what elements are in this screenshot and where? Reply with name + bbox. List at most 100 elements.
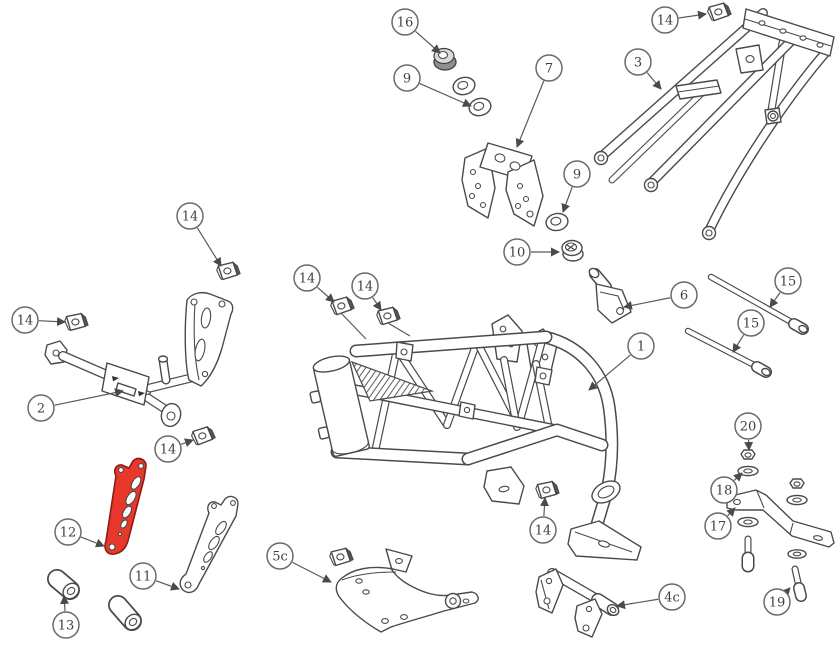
callout-balloon[interactable] bbox=[704, 512, 732, 540]
part-11-side-plate bbox=[179, 495, 239, 594]
callout-4c[interactable]: 4c bbox=[616, 583, 686, 611]
leader-line bbox=[180, 438, 194, 447]
callout-14[interactable]: 14 bbox=[154, 435, 194, 463]
callout-12[interactable]: 12 bbox=[54, 518, 105, 548]
leader-line bbox=[732, 334, 745, 353]
callout-balloon[interactable] bbox=[651, 6, 679, 34]
part-18-washer bbox=[737, 465, 759, 477]
callout-9[interactable]: 9 bbox=[561, 160, 591, 213]
part-1-main-frame bbox=[309, 314, 642, 561]
leader-line bbox=[60, 595, 70, 612]
callout-balloon[interactable] bbox=[154, 435, 182, 463]
callout-14[interactable]: 14 bbox=[351, 272, 382, 311]
callout-number: 20 bbox=[740, 420, 757, 435]
callout-balloon[interactable] bbox=[734, 412, 762, 440]
callout-balloon[interactable] bbox=[763, 588, 791, 616]
part-4c-support-bracket bbox=[535, 568, 620, 638]
callout-balloon[interactable] bbox=[737, 309, 765, 337]
leader-line bbox=[678, 10, 707, 20]
callout-number: 3 bbox=[634, 56, 642, 71]
part-13-spacer-sleeves bbox=[47, 569, 142, 631]
callout-14[interactable]: 14 bbox=[293, 264, 335, 303]
leader-line bbox=[561, 186, 573, 213]
callout-balloon[interactable] bbox=[710, 476, 738, 504]
callout-2[interactable]: 2 bbox=[27, 388, 124, 422]
callout-balloon[interactable] bbox=[351, 272, 379, 300]
leader-line bbox=[415, 30, 441, 54]
callout-balloon[interactable] bbox=[624, 48, 652, 76]
callout-16[interactable]: 16 bbox=[391, 8, 441, 54]
callout-number: 13 bbox=[58, 619, 75, 634]
callout-number: 1 bbox=[637, 340, 645, 355]
callout-balloon[interactable] bbox=[293, 264, 321, 292]
leader-line bbox=[196, 227, 222, 267]
callout-balloon[interactable] bbox=[627, 332, 655, 360]
attach-line bbox=[340, 312, 367, 340]
leader-line bbox=[372, 297, 382, 311]
leader-line bbox=[54, 388, 124, 406]
callout-balloon[interactable] bbox=[535, 54, 563, 82]
part-19-bolt bbox=[791, 565, 807, 602]
callout-number: 14 bbox=[299, 272, 316, 287]
leader-line bbox=[419, 83, 472, 107]
callout-balloon[interactable] bbox=[563, 160, 591, 188]
leader-line bbox=[38, 317, 66, 327]
callout-10[interactable]: 10 bbox=[503, 238, 560, 266]
leader-line bbox=[733, 472, 743, 482]
callout-balloon[interactable] bbox=[393, 64, 421, 92]
part-16-flanged-locknut bbox=[433, 47, 457, 71]
leader-line bbox=[623, 297, 671, 310]
callout-number: 15 bbox=[743, 317, 760, 332]
callout-balloon[interactable] bbox=[391, 8, 419, 36]
callout-balloon[interactable] bbox=[11, 306, 39, 334]
callout-17[interactable]: 17 bbox=[704, 507, 736, 540]
leader-line bbox=[726, 507, 736, 517]
callout-balloon[interactable] bbox=[670, 281, 698, 309]
callout-balloon[interactable] bbox=[503, 238, 531, 266]
callout-14[interactable]: 14 bbox=[651, 6, 707, 34]
part-20-nut bbox=[740, 449, 756, 460]
leader-line bbox=[769, 292, 781, 308]
callout-14[interactable]: 14 bbox=[529, 497, 557, 544]
callout-18[interactable]: 18 bbox=[710, 472, 743, 504]
leader-line bbox=[292, 561, 332, 583]
callout-balloon[interactable] bbox=[176, 202, 204, 230]
callout-balloon[interactable] bbox=[54, 518, 82, 546]
callout-15[interactable]: 15 bbox=[769, 267, 802, 308]
callout-number: 14 bbox=[657, 14, 674, 29]
part-12-side-plate-highlighted bbox=[104, 457, 147, 555]
callout-15[interactable]: 15 bbox=[732, 309, 765, 353]
callout-14[interactable]: 14 bbox=[11, 306, 66, 334]
callout-number: 10 bbox=[509, 246, 526, 261]
callout-number: 17 bbox=[710, 520, 727, 535]
callout-9[interactable]: 9 bbox=[393, 64, 472, 107]
callout-5c[interactable]: 5c bbox=[266, 542, 332, 583]
callout-balloon[interactable] bbox=[129, 562, 157, 590]
callout-balloon[interactable] bbox=[774, 267, 802, 295]
callout-balloon[interactable] bbox=[529, 516, 557, 544]
callout-layer: 16 9 7 14 3 9 10 6 15 15 14 14 2 14 14 1 14 14 12 11 13 5c 4c 2… bbox=[11, 6, 802, 639]
callout-13[interactable]: 13 bbox=[52, 595, 80, 639]
callout-balloon[interactable] bbox=[27, 394, 55, 422]
part-10-flange-nut bbox=[561, 239, 584, 262]
part-2-stand-bracket-assembly bbox=[44, 291, 234, 428]
leader-line bbox=[80, 536, 105, 548]
callout-7[interactable]: 7 bbox=[515, 54, 563, 148]
callout-6[interactable]: 6 bbox=[623, 281, 698, 310]
part-6-pivot-knuckle bbox=[588, 267, 632, 324]
callout-20[interactable]: 20 bbox=[734, 412, 762, 451]
leader-line bbox=[515, 80, 545, 148]
callout-3[interactable]: 3 bbox=[624, 48, 662, 90]
callout-14[interactable]: 14 bbox=[176, 202, 222, 267]
callout-number: 2 bbox=[37, 402, 45, 417]
callout-19[interactable]: 19 bbox=[763, 587, 791, 616]
callout-number: 12 bbox=[60, 526, 77, 541]
callout-balloon[interactable] bbox=[658, 583, 686, 611]
callout-number: 7 bbox=[545, 62, 553, 77]
callout-1[interactable]: 1 bbox=[588, 332, 655, 391]
callout-11[interactable]: 11 bbox=[129, 562, 180, 591]
callout-balloon[interactable] bbox=[266, 542, 294, 570]
callout-balloon[interactable] bbox=[52, 611, 80, 639]
